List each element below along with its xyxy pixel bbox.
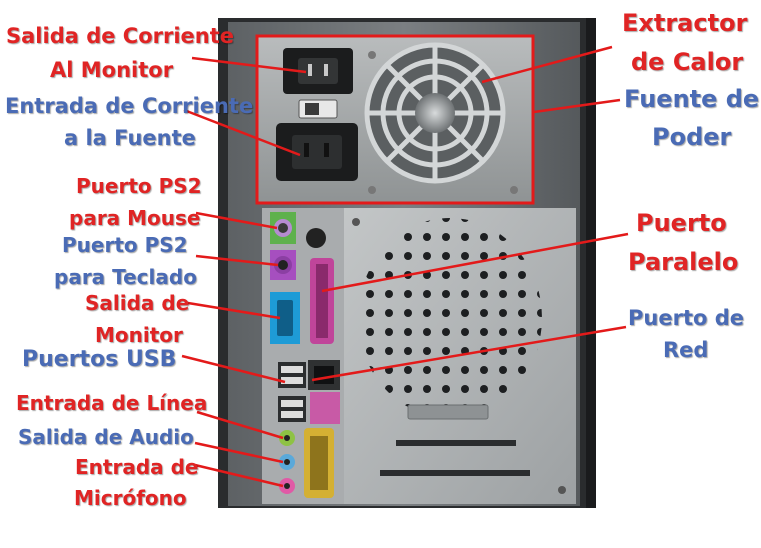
label-entrada-corriente-2: a la Fuente	[64, 126, 196, 150]
label-microfono-2: Micrófono	[74, 486, 187, 510]
label-red-2: Red	[663, 338, 709, 362]
label-extractor-2: de Calor	[631, 48, 744, 76]
label-red-1: Puerto de	[628, 306, 744, 330]
label-salida-corriente-2: Al Monitor	[50, 58, 174, 82]
pointer-lines	[181, 45, 629, 488]
label-salida-monitor-2: Monitor	[95, 323, 183, 347]
label-salida-monitor-1: Salida de	[85, 291, 190, 315]
label-ps2-teclado-1: Puerto PS2	[62, 233, 188, 257]
label-ps2-teclado-2: para Teclado	[54, 265, 197, 289]
label-salida-audio: Salida de Audio	[18, 425, 194, 449]
label-fuente-1: Fuente de	[624, 85, 760, 113]
label-ps2-mouse-2: para Mouse	[69, 206, 201, 230]
io-panel	[262, 208, 344, 504]
label-entrada-corriente-1: Entrada de Corriente	[5, 94, 254, 118]
psu-outline	[255, 34, 535, 205]
usb-ports	[278, 362, 306, 388]
label-salida-corriente-1: Salida de Corriente	[6, 24, 235, 48]
usb-ports-lower	[278, 396, 306, 422]
label-extractor-1: Extractor	[622, 9, 748, 37]
power-supply	[255, 34, 535, 205]
label-paralelo-2: Paralelo	[628, 248, 739, 276]
label-usb: Puertos USB	[22, 347, 177, 372]
label-ps2-mouse-1: Puerto PS2	[76, 174, 202, 198]
fan-grille	[364, 42, 506, 184]
label-paralelo-1: Puerto	[636, 209, 727, 237]
label-fuente-2: Poder	[652, 123, 732, 151]
label-entrada-linea: Entrada de Línea	[16, 391, 208, 415]
jack-black	[306, 228, 326, 248]
label-microfono-1: Entrada de	[75, 455, 199, 479]
